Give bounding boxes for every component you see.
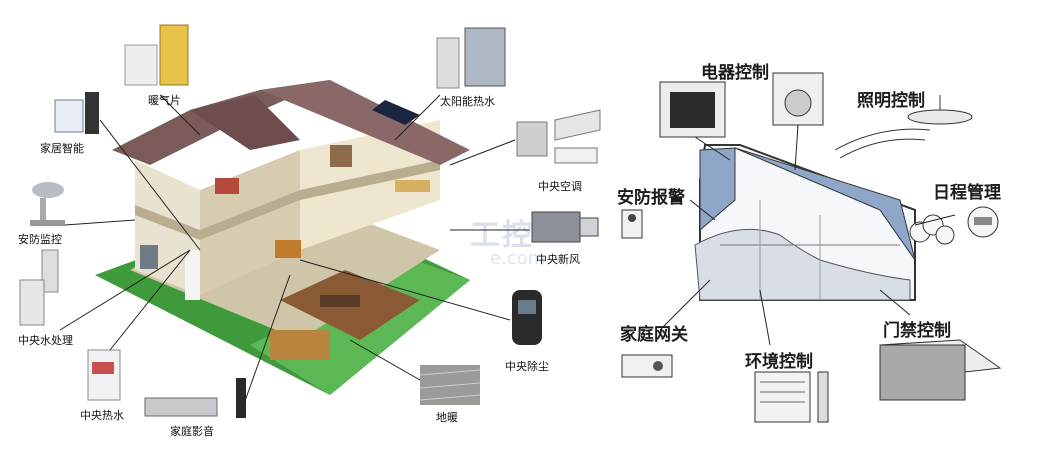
floor-heating-panel xyxy=(270,330,330,360)
solar-water-label: 太阳能热水 xyxy=(440,95,495,108)
door xyxy=(185,250,200,300)
watermark: 工控 xyxy=(470,218,534,253)
tank xyxy=(140,245,158,269)
home-gateway-label: 家庭网关 xyxy=(620,325,688,345)
roof-gable xyxy=(190,95,300,150)
sofa xyxy=(320,295,360,307)
gateway-device xyxy=(621,354,673,378)
security-alarm-label: 安防报警 xyxy=(617,188,685,208)
roof-right xyxy=(260,80,470,165)
solar-water-device xyxy=(436,27,506,89)
appliance-control-label: 电器控制 xyxy=(701,63,769,83)
schematic-house xyxy=(694,144,916,301)
tv-device xyxy=(659,81,726,138)
ceiling-lamp-device xyxy=(834,95,973,159)
home-theater-device xyxy=(144,378,246,418)
bed xyxy=(395,180,430,192)
right-connectors xyxy=(659,124,956,346)
smart-home-label: 家居智能 xyxy=(40,142,84,155)
water-treatment-device xyxy=(19,249,59,326)
water-heater-device xyxy=(87,349,121,401)
security-camera-device xyxy=(30,182,65,226)
lighting-control-label: 照明控制 xyxy=(857,91,925,111)
clock-device xyxy=(967,206,999,238)
fresh-air-device xyxy=(531,211,599,243)
floor-heating-device xyxy=(419,365,481,405)
ac-unit-device xyxy=(754,371,829,423)
watermark-url: e.com xyxy=(490,248,546,269)
left-connectors xyxy=(59,94,530,416)
gate-device xyxy=(879,339,1002,401)
tv-screen xyxy=(275,240,301,258)
floor-heating-label: 地暖 xyxy=(436,411,458,424)
water-treatment-label: 中央水处理 xyxy=(18,334,73,347)
fresh-air-label: 中央新风 xyxy=(536,253,580,266)
radiator-label: 暖气片 xyxy=(148,94,181,107)
vacuum-device xyxy=(512,290,542,345)
schedule-label: 日程管理 xyxy=(933,183,1001,203)
smart-home-panel-device xyxy=(54,92,99,134)
wall-art xyxy=(215,178,239,194)
radiator-device xyxy=(124,24,189,86)
picture-frame xyxy=(330,145,352,167)
environment-control-label: 环境控制 xyxy=(745,352,813,372)
washer-device xyxy=(772,72,824,126)
home-theater-label: 家庭影音 xyxy=(170,425,214,438)
alarm-sensor-device xyxy=(621,209,643,239)
access-control-label: 门禁控制 xyxy=(883,321,951,341)
security-label: 安防监控 xyxy=(18,233,62,246)
roof-solar-panel xyxy=(372,100,420,125)
central-ac-device xyxy=(516,109,601,164)
water-heater-label: 中央热水 xyxy=(80,409,124,422)
upper-floor-slab xyxy=(135,160,440,240)
cloud-device xyxy=(909,214,955,245)
central-ac-label: 中央空调 xyxy=(538,180,582,193)
vacuum-label: 中央除尘 xyxy=(505,360,549,373)
